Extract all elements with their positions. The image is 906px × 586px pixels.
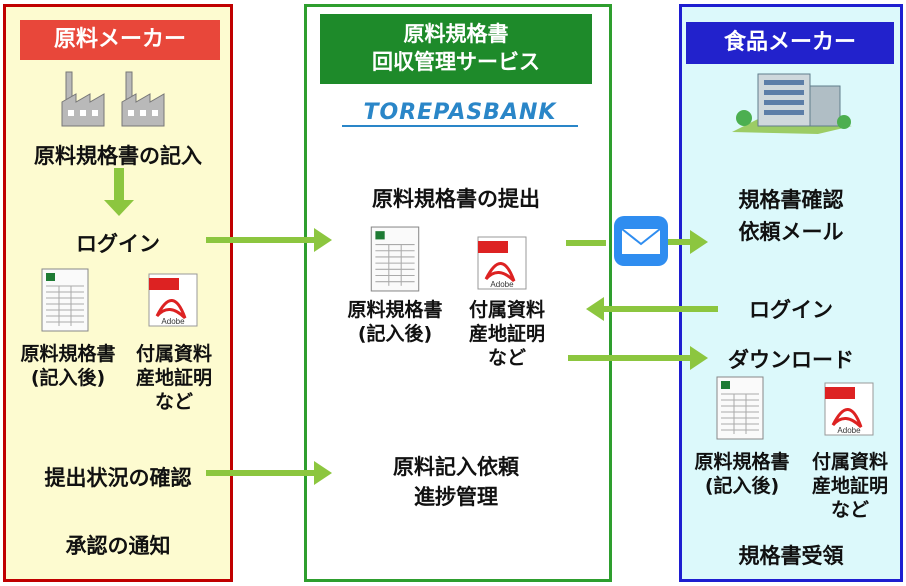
excel-document-icon: [369, 226, 421, 296]
spec-submit-label: 原料規格書の提出: [372, 187, 540, 211]
confirm-request-mail-label: 規格書確認依頼メール: [738, 188, 844, 244]
download-label: ダウンロード: [728, 348, 854, 372]
arrow-download-to-right: [568, 346, 708, 370]
arrow-service-to-mail: [566, 240, 606, 246]
approval-notice-step: 承認の通知: [65, 534, 171, 558]
arrow-status-to-service: [206, 461, 332, 485]
arrow-login-to-service: [206, 228, 332, 252]
svg-text:Adobe: Adobe: [161, 317, 185, 326]
arrow-mail-to-right: [668, 230, 708, 254]
raw-material-maker-header: 原料メーカー: [20, 20, 220, 60]
login-step: ログイン: [76, 232, 160, 256]
right-login-label: ログイン: [749, 298, 833, 322]
status-check-step: 提出状況の確認: [44, 466, 192, 490]
spec-received-label: 規格書受領: [738, 544, 844, 568]
mid-doc-spec-label: 原料規格書(記入後): [347, 299, 443, 345]
mid-doc-attach-label: 付属資料産地証明など: [468, 299, 545, 369]
pdf-document-icon: Adobe: [476, 235, 528, 295]
spec-entry-step: 原料規格書の記入: [34, 144, 202, 168]
arrow-login-from-right: [586, 297, 718, 321]
arrow-entry-to-login: [104, 168, 134, 216]
right-doc-attach-label: 付属資料産地証明など: [811, 451, 888, 521]
svg-text:Adobe: Adobe: [837, 426, 861, 435]
left-doc-spec-label: 原料規格書(記入後): [20, 343, 116, 389]
excel-document-icon: [715, 376, 765, 444]
food-maker-header: 食品メーカー: [686, 22, 894, 64]
collection-service-panel: [304, 4, 612, 582]
excel-document-icon: [41, 268, 89, 336]
svg-text:Adobe: Adobe: [490, 280, 514, 289]
collection-service-header: 原料規格書回収管理サービス: [320, 14, 592, 84]
left-doc-attach-label: 付属資料産地証明など: [135, 343, 212, 413]
pdf-document-icon: Adobe: [823, 381, 875, 441]
pdf-document-icon: Adobe: [147, 272, 199, 332]
factory-icon: [61, 71, 165, 127]
torepasbank-logo: TOREPASBANK: [342, 100, 578, 127]
mail-icon: [614, 216, 668, 266]
office-building-icon: [732, 73, 852, 134]
progress-management-label: 原料記入依頼進捗管理: [393, 455, 519, 509]
right-doc-spec-label: 原料規格書(記入後): [694, 451, 790, 497]
